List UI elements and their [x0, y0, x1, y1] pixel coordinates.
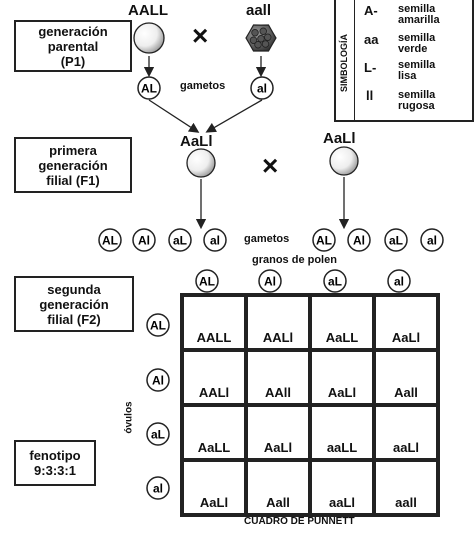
punnett-cell-genotype: Aall: [266, 495, 290, 510]
pollen-grains-label: granos de polen: [252, 254, 337, 266]
symbology-legend: [334, 0, 474, 122]
punnett-cell: [248, 462, 308, 513]
parental-gamete-right: al: [250, 76, 274, 100]
svg-text:Al: Al: [138, 234, 150, 248]
svg-text:al: al: [394, 275, 404, 289]
svg-text:AL: AL: [316, 234, 332, 248]
svg-text:aL: aL: [173, 234, 187, 248]
f1-right-gamete-AL: AL: [312, 228, 336, 252]
svg-text:AL: AL: [199, 275, 215, 289]
svg-text:Al: Al: [264, 275, 276, 289]
punnett-cell: [184, 462, 244, 513]
punnett-cell: [184, 407, 244, 458]
ovule-gamete-AL: AL: [146, 313, 170, 337]
punnett-cell-genotype: aall: [395, 495, 417, 510]
legend-text-3: semilla lisa: [398, 59, 436, 82]
ovule-gamete-Al: Al: [146, 368, 170, 392]
punnett-cell-genotype: AaLL: [325, 330, 359, 345]
legend-text-2: semilla verde: [398, 32, 436, 55]
punnett-cell: [376, 462, 436, 513]
punnett-cell-genotype: AaLl: [391, 330, 421, 345]
parental-green-wrinkled-seed: [245, 24, 277, 52]
legend-code-1: A-: [364, 3, 378, 18]
f1-left-gamete-aL: aL: [168, 228, 192, 252]
punnett-cell-genotype: aaLL: [326, 440, 358, 455]
punnett-cell: [376, 352, 436, 403]
parental-gametes-label: gametos: [180, 80, 226, 92]
second-filial-generation-box: segunda generación filial (F2): [14, 276, 134, 332]
punnett-cell: [248, 407, 308, 458]
punnett-cell: [312, 462, 372, 513]
ovule-gamete-aL: aL: [146, 422, 170, 446]
svg-text:al: al: [257, 82, 267, 96]
pollen-gamete-aL: aL: [323, 269, 347, 293]
punnett-cell-genotype: AALl: [262, 330, 294, 345]
punnett-square-caption: CUADRO DE PUNNETT: [244, 516, 355, 527]
punnett-cell: [376, 297, 436, 348]
parental-father-genotype: AALL: [128, 2, 168, 19]
parental-gamete-left: AL: [137, 76, 161, 100]
legend-code-3: L-: [364, 60, 377, 75]
legend-code-2: aa: [364, 32, 379, 47]
f1-right-gamete-aL: aL: [384, 228, 408, 252]
f1-left-gamete-AL: AL: [98, 228, 122, 252]
punnett-cell: [184, 352, 244, 403]
punnett-cell-genotype: AAll: [265, 385, 291, 400]
parental-mother-genotype: aall: [246, 2, 272, 19]
svg-text:aL: aL: [389, 234, 403, 248]
punnett-cell-genotype: aaLl: [392, 440, 419, 455]
first-filial-generation-box: primera generación filial (F1): [14, 137, 132, 193]
f1-left-genotype: AaLl: [180, 133, 213, 150]
svg-text:AL: AL: [141, 82, 157, 96]
punnett-cell-genotype: AALL: [196, 330, 232, 345]
punnett-cell-genotype: AaLL: [197, 440, 231, 455]
punnett-cell-genotype: AaLl: [263, 440, 293, 455]
punnett-cell-genotype: aaLl: [328, 495, 355, 510]
f1-cross-symbol: ×: [262, 150, 279, 181]
legend-text-4: semilla rugosa: [398, 89, 436, 112]
f1-left-gamete-Al: Al: [132, 228, 156, 252]
f1-right-gamete-al: al: [420, 228, 444, 252]
punnett-cell: [376, 407, 436, 458]
f1-right-seed: [329, 146, 359, 176]
to-f1-left-arrow: [148, 99, 200, 133]
punnett-cell-genotype: Aall: [394, 385, 418, 400]
punnett-cell: [248, 352, 308, 403]
f1-gametes-label: gametos: [244, 233, 290, 245]
svg-text:al: al: [153, 482, 163, 496]
punnett-cell-genotype: AaLl: [199, 495, 229, 510]
svg-text:al: al: [427, 234, 437, 248]
parental-cross-symbol: ×: [192, 20, 209, 51]
to-f1-right-arrow: [205, 99, 263, 133]
punnett-cell: [312, 297, 372, 348]
punnett-cell-genotype: AaLl: [327, 385, 357, 400]
symbology-title-divider: [354, 0, 355, 120]
svg-text:aL: aL: [328, 275, 342, 289]
punnett-cell-genotype: AALl: [198, 385, 230, 400]
punnett-cell: [312, 352, 372, 403]
parental-yellow-smooth-seed: [133, 22, 165, 54]
punnett-cell: [184, 297, 244, 348]
svg-text:al: al: [210, 234, 220, 248]
pollen-gamete-Al: Al: [258, 269, 282, 293]
f1-right-gamete-Al: Al: [347, 228, 371, 252]
f1-left-gamete-al: al: [203, 228, 227, 252]
svg-text:Al: Al: [152, 374, 164, 388]
punnett-cell: [312, 407, 372, 458]
svg-text:aL: aL: [151, 428, 165, 442]
phenotype-ratio-box: fenotipo 9:3:3:1: [14, 440, 96, 486]
f1-left-seed: [186, 148, 216, 178]
punnett-cell: [248, 297, 308, 348]
ovule-gamete-al: al: [146, 476, 170, 500]
parental-generation-box: generación parental (P1): [14, 20, 132, 72]
svg-text:Al: Al: [353, 234, 365, 248]
f1-right-genotype: AaLl: [323, 130, 356, 147]
pollen-gamete-al: al: [387, 269, 411, 293]
svg-text:AL: AL: [150, 319, 166, 333]
legend-code-4: ll: [366, 88, 374, 103]
pollen-gamete-AL: AL: [195, 269, 219, 293]
svg-text:AL: AL: [102, 234, 118, 248]
legend-text-1: semilla amarilla: [398, 3, 440, 26]
